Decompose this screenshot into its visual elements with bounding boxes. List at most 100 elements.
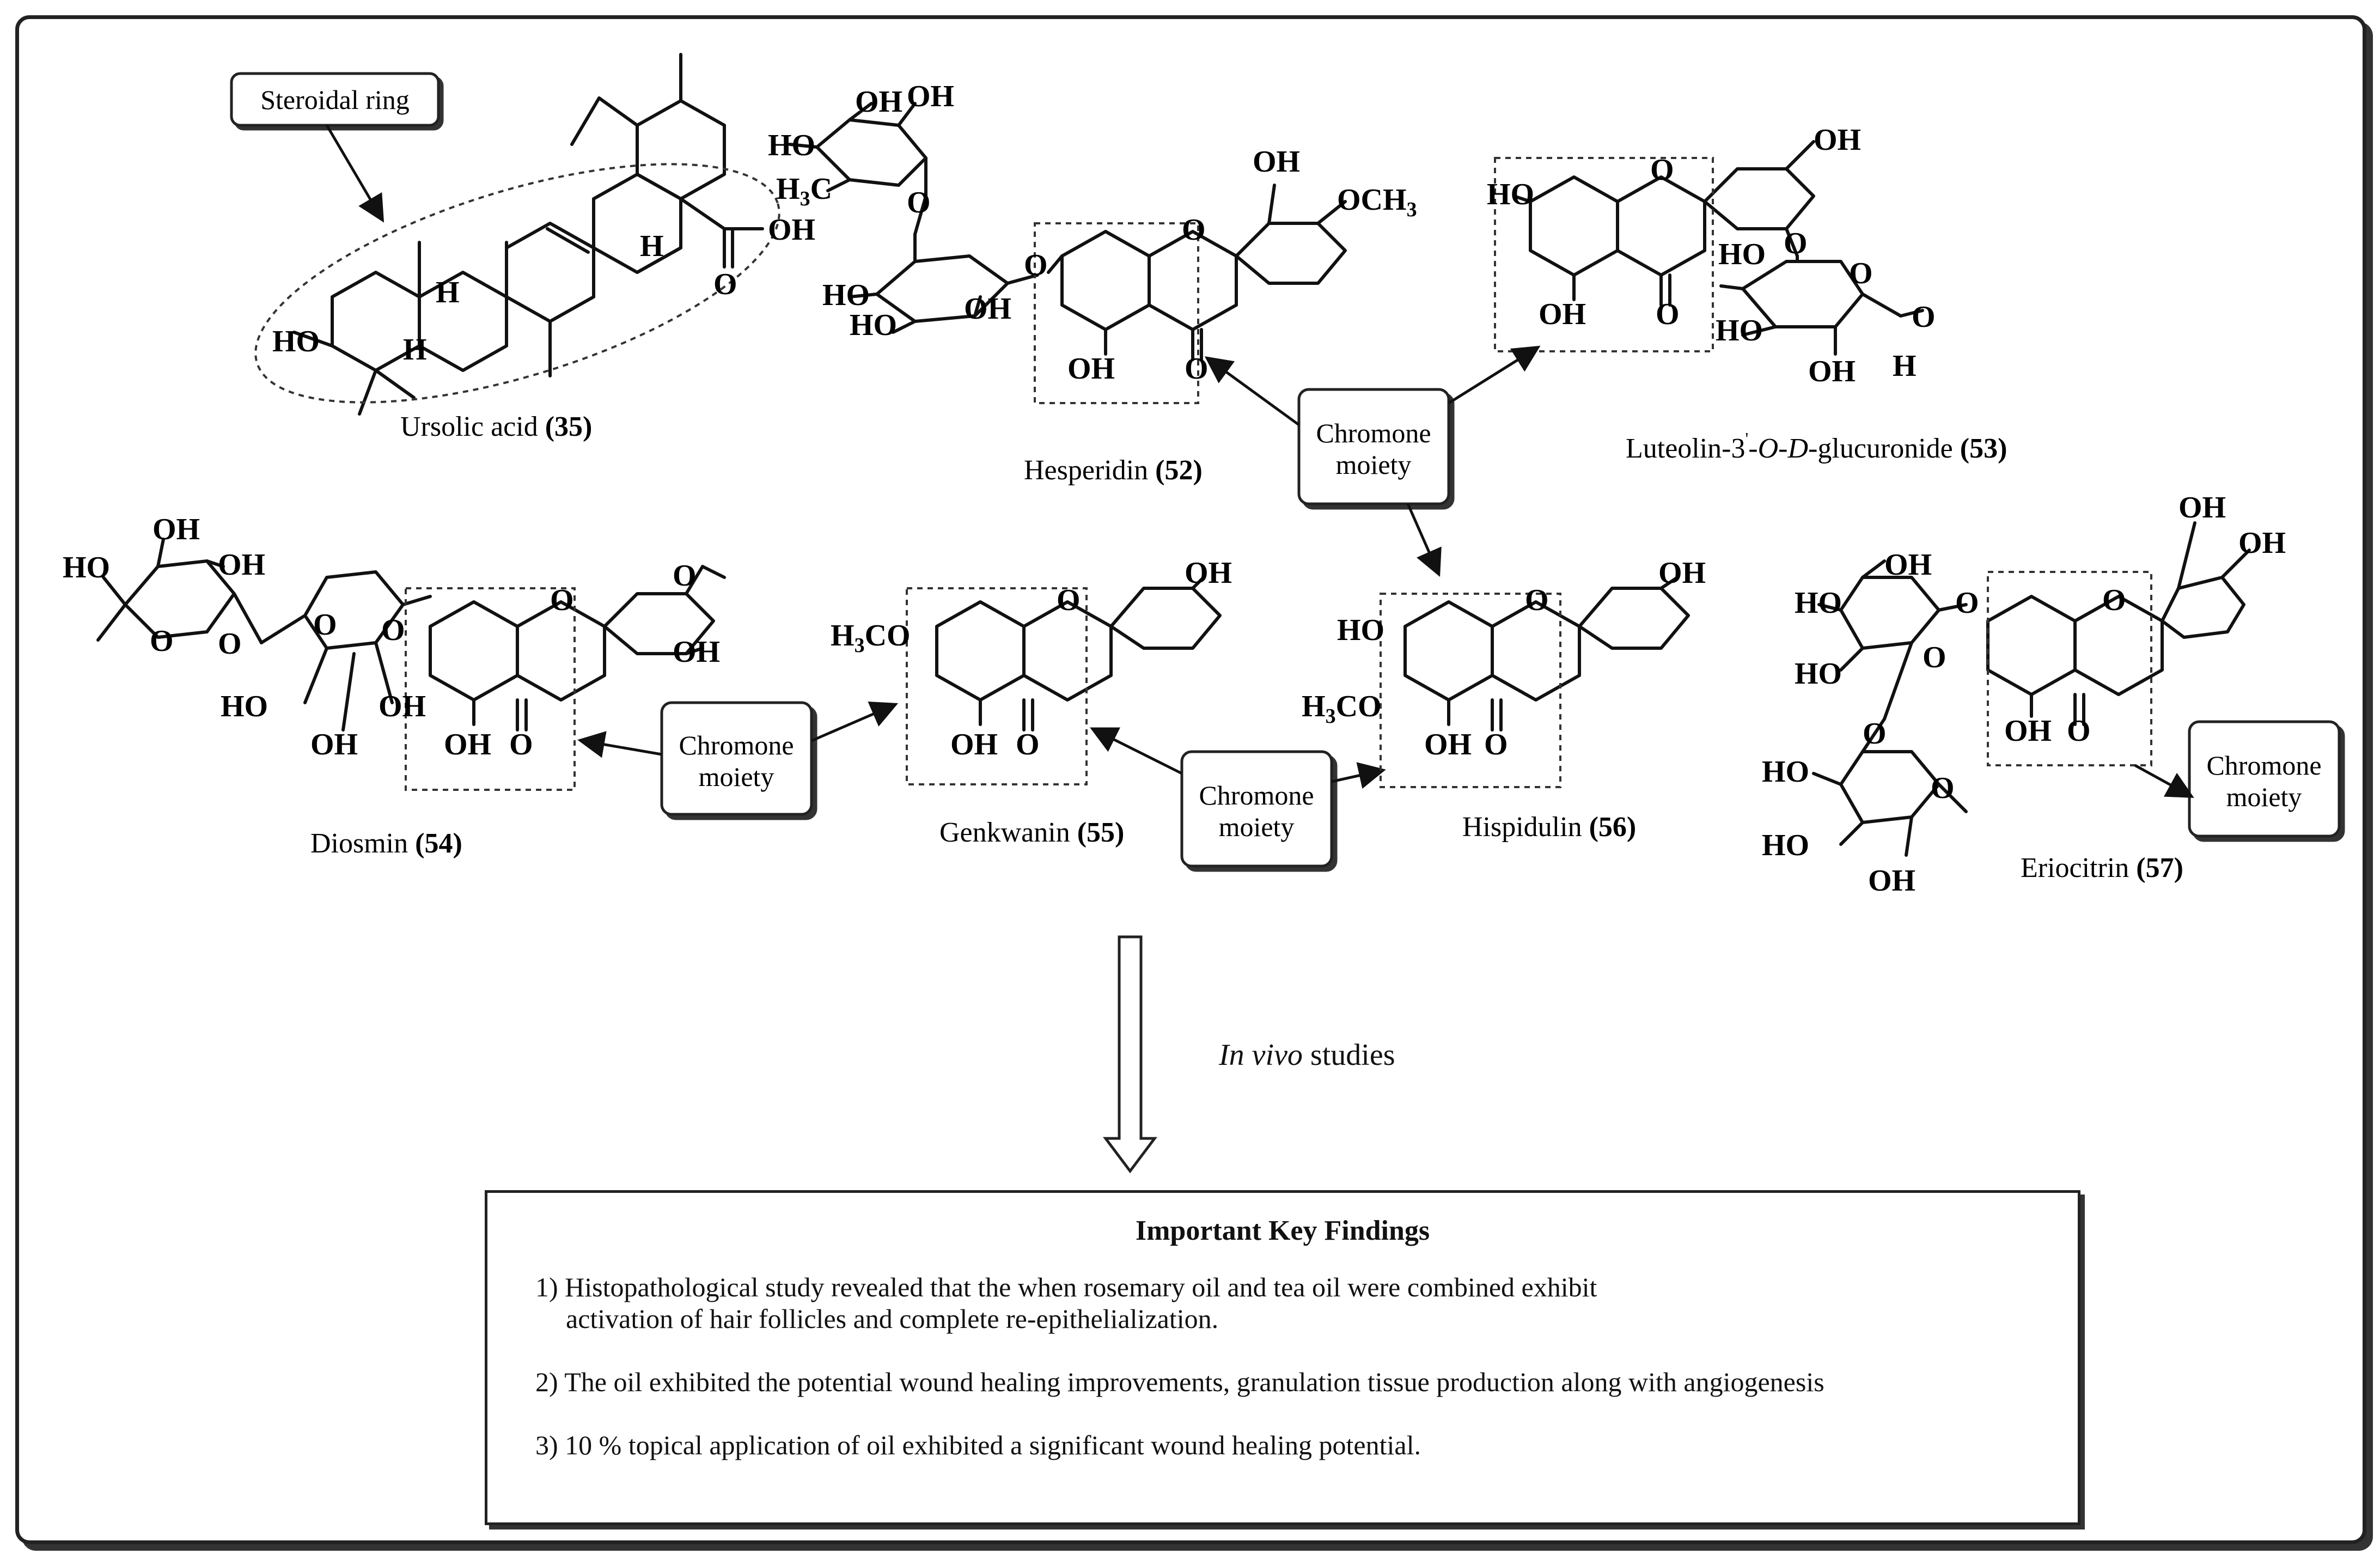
svg-text:HO: HO [1795,657,1842,691]
svg-text:Hesperidin (52): Hesperidin (52) [1024,455,1203,486]
svg-text:O: O [381,613,405,647]
svg-text:H3CO: H3CO [1302,690,1382,728]
in-vivo-label: In vivo studies [1219,1038,1395,1072]
findings-title: Important Key Findings [1135,1215,1430,1246]
chromone-callout-left: Chromone moiety [577,701,899,816]
svg-text:HO: HO [850,308,897,342]
finding-2: 2) The oil exhibited the potential wound… [535,1367,1824,1397]
finding-1: 1) Histopathological study revealed that… [535,1272,1597,1334]
svg-text:OH: OH [310,728,358,761]
svg-text:OH: OH [218,548,265,582]
svg-text:HO: HO [1716,314,1763,348]
svg-text:O: O [2067,714,2091,748]
svg-text:OH: OH [964,292,1011,326]
in-vivo-arrow [1103,935,1157,1174]
svg-text:O: O [1849,257,1873,290]
svg-text:Eriocitrin (57): Eriocitrin (57) [2021,852,2183,883]
svg-text:O: O [1185,352,1209,386]
svg-text:O: O [713,267,737,301]
svg-text:moiety: moiety [1336,449,1412,480]
svg-text:OH: OH [950,728,998,761]
svg-text:OH: OH [2178,491,2226,525]
svg-text:O: O [907,186,931,220]
svg-text:O: O [1484,728,1508,761]
svg-text:O: O [1955,586,1979,620]
steroidal-ring-callout: Steroidal ring [230,72,440,223]
svg-text:O: O [1024,248,1048,282]
hesperidin-structure: HO OH OH H3C O HO HO OH O O OH O OH OCH3… [768,80,1417,486]
svg-text:OH: OH [1868,864,1915,898]
svg-text:OH: OH [1808,355,1856,388]
svg-text:O: O [1182,213,1206,247]
svg-text:moiety: moiety [1219,812,1295,842]
svg-text:O: O [1656,297,1680,331]
svg-text:O: O [1784,227,1808,260]
svg-text:Steroidal ring: Steroidal ring [260,84,410,115]
svg-text:OH: OH [855,85,902,119]
svg-text:OH: OH [1424,728,1472,761]
svg-text:OCH3: OCH3 [1337,183,1417,221]
svg-text:HO: HO [63,551,110,584]
luteolin-glucuronide-structure: HO O OH O OH O HO O HO OH O H Luteolin-3… [1487,123,2007,464]
svg-text:OH: OH [1658,556,1706,590]
svg-text:OH: OH [379,690,426,723]
svg-text:Ursolic acid (35): Ursolic acid (35) [400,411,592,442]
svg-text:O: O [1016,728,1040,761]
svg-text:OH: OH [152,513,200,546]
svg-text:Chromone: Chromone [2206,750,2321,781]
svg-text:H: H [403,333,427,367]
svg-text:OH: OH [2238,526,2286,560]
svg-text:O: O [2102,583,2126,617]
svg-text:OH: OH [1814,123,1861,157]
svg-text:Chromone: Chromone [1316,418,1431,448]
svg-text:HO: HO [1762,755,1809,789]
svg-text:H: H [436,276,460,309]
svg-text:O: O [1923,641,1946,674]
svg-text:OH: OH [1253,145,1300,179]
svg-text:HO: HO [1337,613,1384,647]
svg-text:Genkwanin (55): Genkwanin (55) [939,817,1124,848]
svg-text:O: O [1931,771,1955,805]
svg-text:Diosmin (54): Diosmin (54) [310,828,462,859]
svg-text:HO: HO [1718,237,1766,271]
svg-text:OH: OH [673,635,720,669]
svg-text:HO: HO [272,325,320,358]
eriocitrin-structure: HO OH HO O O O HO HO OH O O OH O OH OH E… [1762,491,2286,898]
svg-text:O: O [1863,717,1887,751]
svg-text:OH: OH [1067,352,1115,386]
genkwanin-structure: H3CO O OH O OH Genkwanin (55) [831,556,1232,848]
svg-text:OH: OH [2004,714,2052,748]
svg-text:Hispidulin (56): Hispidulin (56) [1462,812,1636,843]
svg-text:HO: HO [221,690,268,723]
ursolic-acid-structure: HO H H H OH O Ursolic acid (35) [254,53,815,442]
svg-text:O: O [1912,300,1936,334]
svg-text:O: O [550,583,574,617]
svg-text:H3C: H3C [776,172,832,210]
svg-text:O: O [150,624,174,658]
svg-text:Chromone: Chromone [679,730,794,760]
svg-text:OH: OH [907,80,954,113]
svg-text:O: O [1525,583,1549,617]
chromone-callout-top: Chromone moiety [1204,345,1541,577]
svg-text:OH: OH [444,728,491,761]
svg-text:HO: HO [1795,586,1842,620]
svg-text:H3CO: H3CO [831,619,911,657]
svg-text:Chromone: Chromone [1199,780,1314,811]
chromone-callout-middle: Chromone moiety [1090,727,1386,868]
svg-text:moiety: moiety [2226,782,2302,812]
svg-text:HO: HO [1762,828,1809,862]
key-findings-box: Important Key Findings 1) Histopathologi… [485,1190,2080,1525]
svg-text:O: O [673,559,697,593]
diosmin-structure: HO OH OH O O O HO OH OH O O OH O O OH Di… [63,513,726,859]
svg-text:Luteolin-3'-O-D-glucuronide (5: Luteolin-3'-O-D-glucuronide (53) [1626,429,2007,464]
svg-text:moiety: moiety [699,761,774,792]
svg-text:OH: OH [1539,297,1586,331]
hispidulin-structure: HO H3CO O OH O OH Hispidulin (56) [1302,556,1706,843]
svg-text:HO: HO [822,278,870,312]
svg-text:OH: OH [1884,548,1932,582]
svg-text:O: O [313,608,337,642]
svg-text:HO: HO [768,129,815,162]
svg-text:O: O [1650,153,1674,187]
svg-text:OH: OH [1185,556,1232,590]
